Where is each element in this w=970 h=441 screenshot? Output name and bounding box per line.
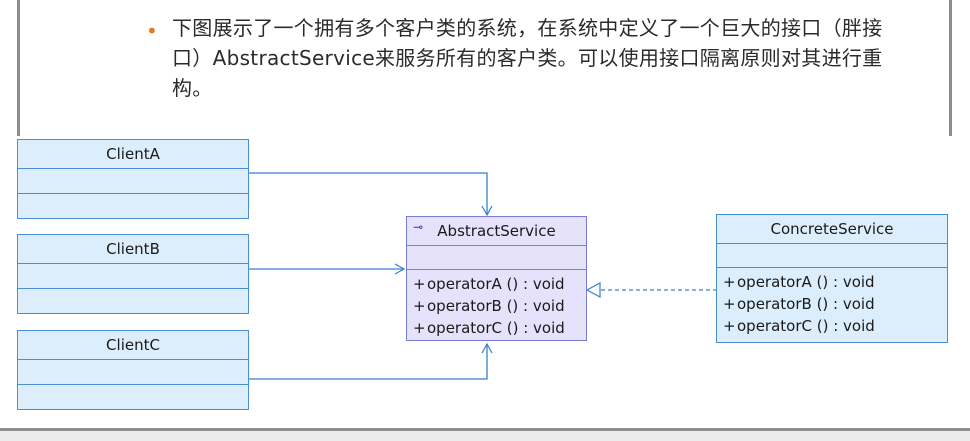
- operation-row: +operatorC () : void: [723, 317, 875, 335]
- operations-section: [18, 289, 248, 313]
- attributes-section: [18, 169, 248, 194]
- interface-icon: ⊸: [413, 220, 424, 234]
- frame-bottom-border: [0, 428, 970, 431]
- class-clientc[interactable]: ClientC: [17, 330, 249, 410]
- operations-section: +operatorA () : void +operatorB () : voi…: [717, 268, 947, 337]
- class-clienta[interactable]: ClientA: [17, 139, 249, 219]
- bullet-dot-icon: •: [146, 19, 158, 43]
- interface-name: AbstractService: [437, 222, 556, 240]
- class-name: ConcreteService: [717, 215, 947, 244]
- attributes-section: [18, 360, 248, 385]
- class-concreteservice[interactable]: ConcreteService +operatorA () : void +op…: [716, 214, 948, 343]
- frame-left-border: [17, 0, 20, 136]
- operations-section: +operatorA () : void +operatorB () : voi…: [407, 270, 586, 339]
- attributes-section: [18, 264, 248, 289]
- dependency-clientc: [249, 342, 493, 380]
- operation-row: +operatorB () : void: [413, 297, 565, 315]
- interface-abstractservice[interactable]: ⊸ AbstractService +operatorA () : void +…: [406, 216, 587, 341]
- bullet-text: 下图展示了一个拥有多个客户类的系统，在系统中定义了一个巨大的接口（胖接口）Abs…: [172, 16, 883, 100]
- attributes-section: [407, 246, 586, 270]
- interface-name-row: ⊸ AbstractService: [407, 217, 586, 246]
- class-name: ClientC: [18, 331, 248, 360]
- realization-arrowhead: [585, 281, 601, 299]
- footer-bar: [0, 431, 970, 441]
- operation-row: +operatorC () : void: [413, 319, 565, 337]
- frame-right-border: [949, 0, 952, 136]
- operations-section: [18, 385, 248, 409]
- class-clientb[interactable]: ClientB: [17, 234, 249, 314]
- class-name: ClientB: [18, 235, 248, 264]
- operation-row: +operatorA () : void: [723, 273, 875, 291]
- class-name: ClientA: [18, 140, 248, 169]
- attributes-section: [717, 244, 947, 268]
- operation-row: +operatorA () : void: [413, 275, 565, 293]
- dependency-clienta: [249, 172, 493, 217]
- operations-section: [18, 194, 248, 218]
- operation-row: +operatorB () : void: [723, 295, 875, 313]
